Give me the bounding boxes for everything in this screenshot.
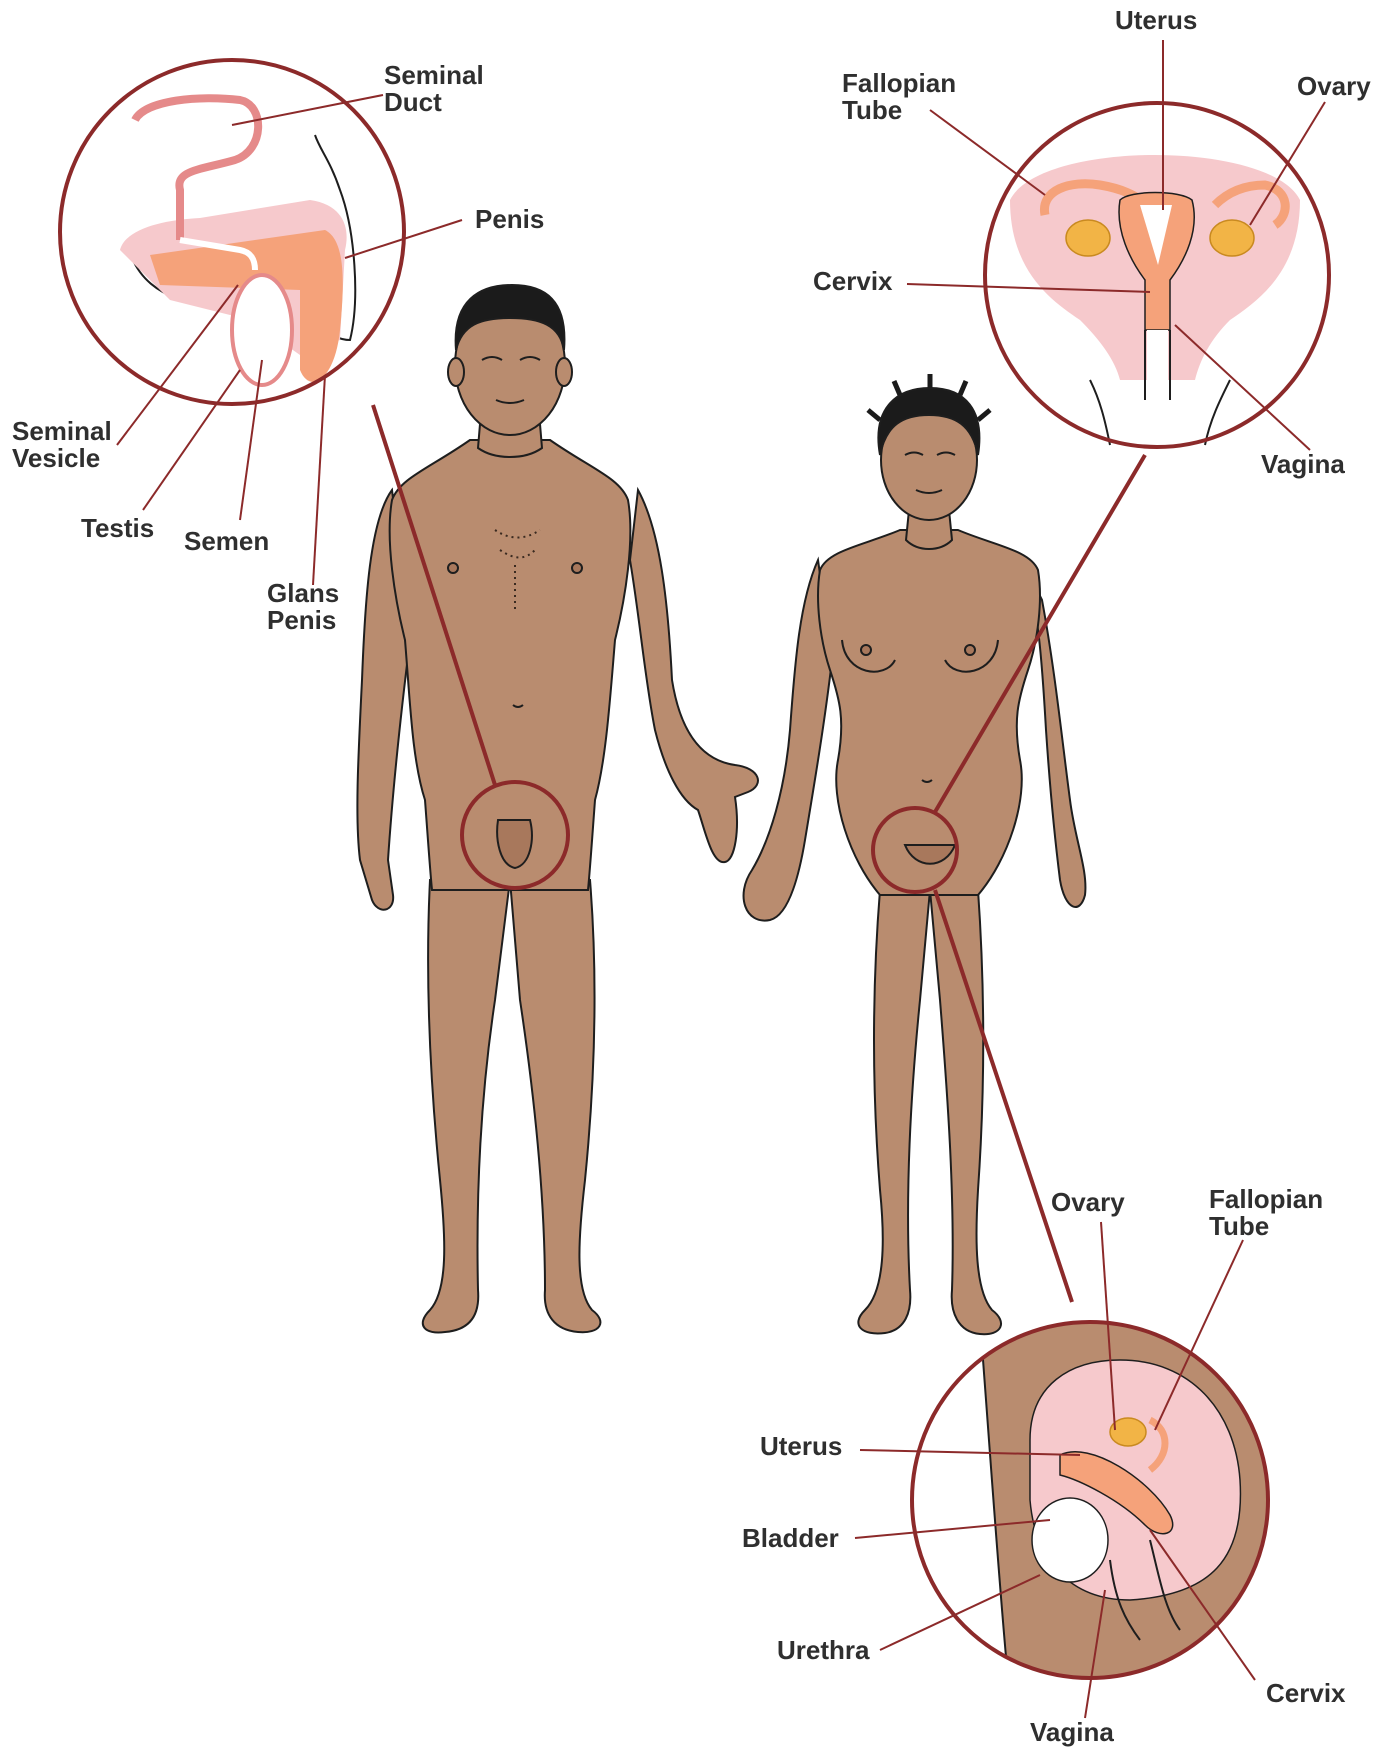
female-torso (818, 530, 1040, 895)
female-front-vaginal-canal (1147, 330, 1168, 400)
label-glans-penis: Glans Penis (267, 580, 339, 634)
label-side-urethra: Urethra (777, 1637, 869, 1664)
label-seminal-duct: Seminal Duct (384, 62, 484, 116)
male-left-ear (448, 358, 464, 386)
male-right-nipple (572, 563, 582, 573)
label-seminal-vesicle-line2: Vesicle (12, 445, 112, 472)
female-front-right-ovary (1210, 220, 1254, 256)
female-left-nipple (861, 645, 871, 655)
label-front-fallopian-tube-line2: Tube (842, 97, 956, 124)
male-inset-testis (232, 275, 292, 385)
label-front-ovary: Ovary (1297, 73, 1371, 100)
label-side-uterus: Uterus (760, 1433, 842, 1460)
label-side-vagina: Vagina (1030, 1719, 1114, 1746)
male-reproductive-inset (60, 60, 404, 404)
label-front-fallopian-tube-line1: Fallopian (842, 70, 956, 97)
female-side-bladder (1032, 1498, 1108, 1582)
male-left-nipple (448, 563, 458, 573)
female-front-left-ovary (1066, 220, 1110, 256)
label-seminal-duct-line2: Duct (384, 89, 484, 116)
label-side-fallopian-tube-line2: Tube (1209, 1213, 1323, 1240)
label-front-cervix: Cervix (813, 268, 893, 295)
label-glans-penis-line2: Penis (267, 607, 339, 634)
label-front-vagina: Vagina (1261, 451, 1345, 478)
label-front-uterus: Uterus (1115, 7, 1197, 34)
male-figure (357, 285, 758, 1333)
label-side-fallopian-tube-line1: Fallopian (1209, 1186, 1323, 1213)
female-side-view-inset (912, 1300, 1277, 1700)
label-side-cervix: Cervix (1266, 1680, 1346, 1707)
female-legs (858, 890, 1001, 1334)
label-front-fallopian-tube: Fallopian Tube (842, 70, 956, 124)
male-legs (423, 880, 601, 1333)
label-side-ovary: Ovary (1051, 1189, 1125, 1216)
label-side-bladder: Bladder (742, 1525, 839, 1552)
leader-glans-penis (313, 375, 325, 585)
female-front-view-inset (985, 103, 1329, 447)
female-right-nipple (965, 645, 975, 655)
label-seminal-duct-line1: Seminal (384, 62, 484, 89)
label-seminal-vesicle-line1: Seminal (12, 418, 112, 445)
label-seminal-vesicle: Seminal Vesicle (12, 418, 112, 472)
label-side-fallopian-tube: Fallopian Tube (1209, 1186, 1323, 1240)
male-right-ear (556, 358, 572, 386)
label-testis: Testis (81, 515, 154, 542)
label-penis: Penis (475, 206, 544, 233)
male-right-arm (630, 490, 758, 862)
label-semen: Semen (184, 528, 269, 555)
label-glans-penis-line1: Glans (267, 580, 339, 607)
